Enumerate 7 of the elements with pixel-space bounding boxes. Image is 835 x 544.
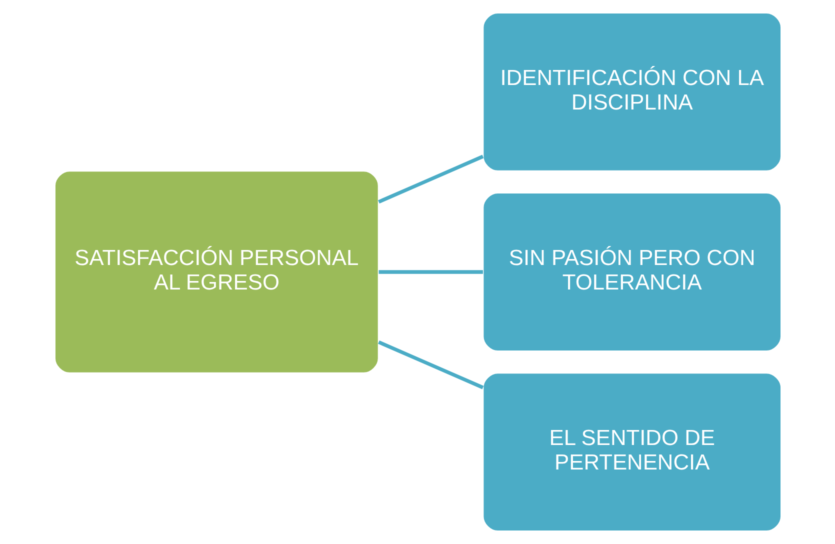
connector: [378, 154, 484, 204]
connector: [378, 340, 484, 390]
node-box: SIN PASIÓN PERO CON TOLERANCIA: [482, 192, 782, 352]
node-box: EL SENTIDO DE PERTENENCIA: [482, 372, 782, 532]
node-box: IDENTIFICACIÓN CON LA DISCIPLINA: [482, 12, 782, 172]
node-box: SATISFACCIÓN PERSONAL AL EGRESO: [54, 170, 379, 374]
connector: [378, 270, 482, 274]
